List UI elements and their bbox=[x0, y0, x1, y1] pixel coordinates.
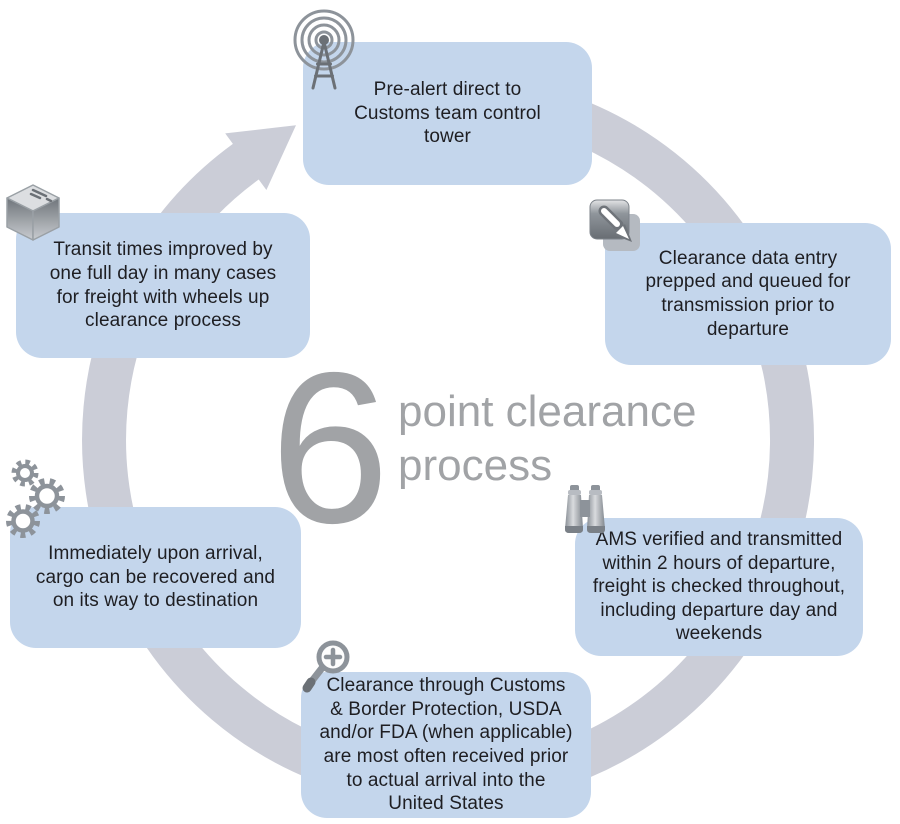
step-text: Immediately upon arrival, cargo can be r… bbox=[35, 543, 276, 612]
step-box-cbp-clearance: Clearance through Customs & Border Prote… bbox=[301, 672, 591, 818]
step-text: Clearance data entry prepped and queued … bbox=[645, 247, 851, 340]
binoculars-icon bbox=[561, 484, 609, 538]
center-number: 6 bbox=[270, 327, 390, 568]
step-text: Transit times improved by one full day i… bbox=[49, 239, 277, 332]
arrow-into-box-icon bbox=[588, 198, 644, 254]
step-box-data-entry: Clearance data entry prepped and queued … bbox=[605, 223, 891, 365]
package-box-icon bbox=[2, 182, 64, 246]
center-title: point clearance process bbox=[398, 387, 697, 490]
step-text: Clearance through Customs & Border Prote… bbox=[319, 675, 573, 815]
step-text: AMS verified and transmitted within 2 ho… bbox=[592, 529, 846, 645]
step-box-pre-alert: Pre-alert direct to Customs team control… bbox=[303, 42, 592, 185]
step-box-arrival-recovery: Immediately upon arrival, cargo can be r… bbox=[10, 507, 301, 648]
magnifier-plus-icon bbox=[298, 636, 356, 698]
step-box-ams-verified: AMS verified and transmitted within 2 ho… bbox=[575, 518, 863, 656]
step-text: Pre-alert direct to Customs team control… bbox=[354, 79, 541, 148]
radio-tower-icon bbox=[291, 2, 359, 90]
gears-icon bbox=[4, 458, 70, 542]
step-box-transit-times: Transit times improved by one full day i… bbox=[16, 213, 310, 358]
